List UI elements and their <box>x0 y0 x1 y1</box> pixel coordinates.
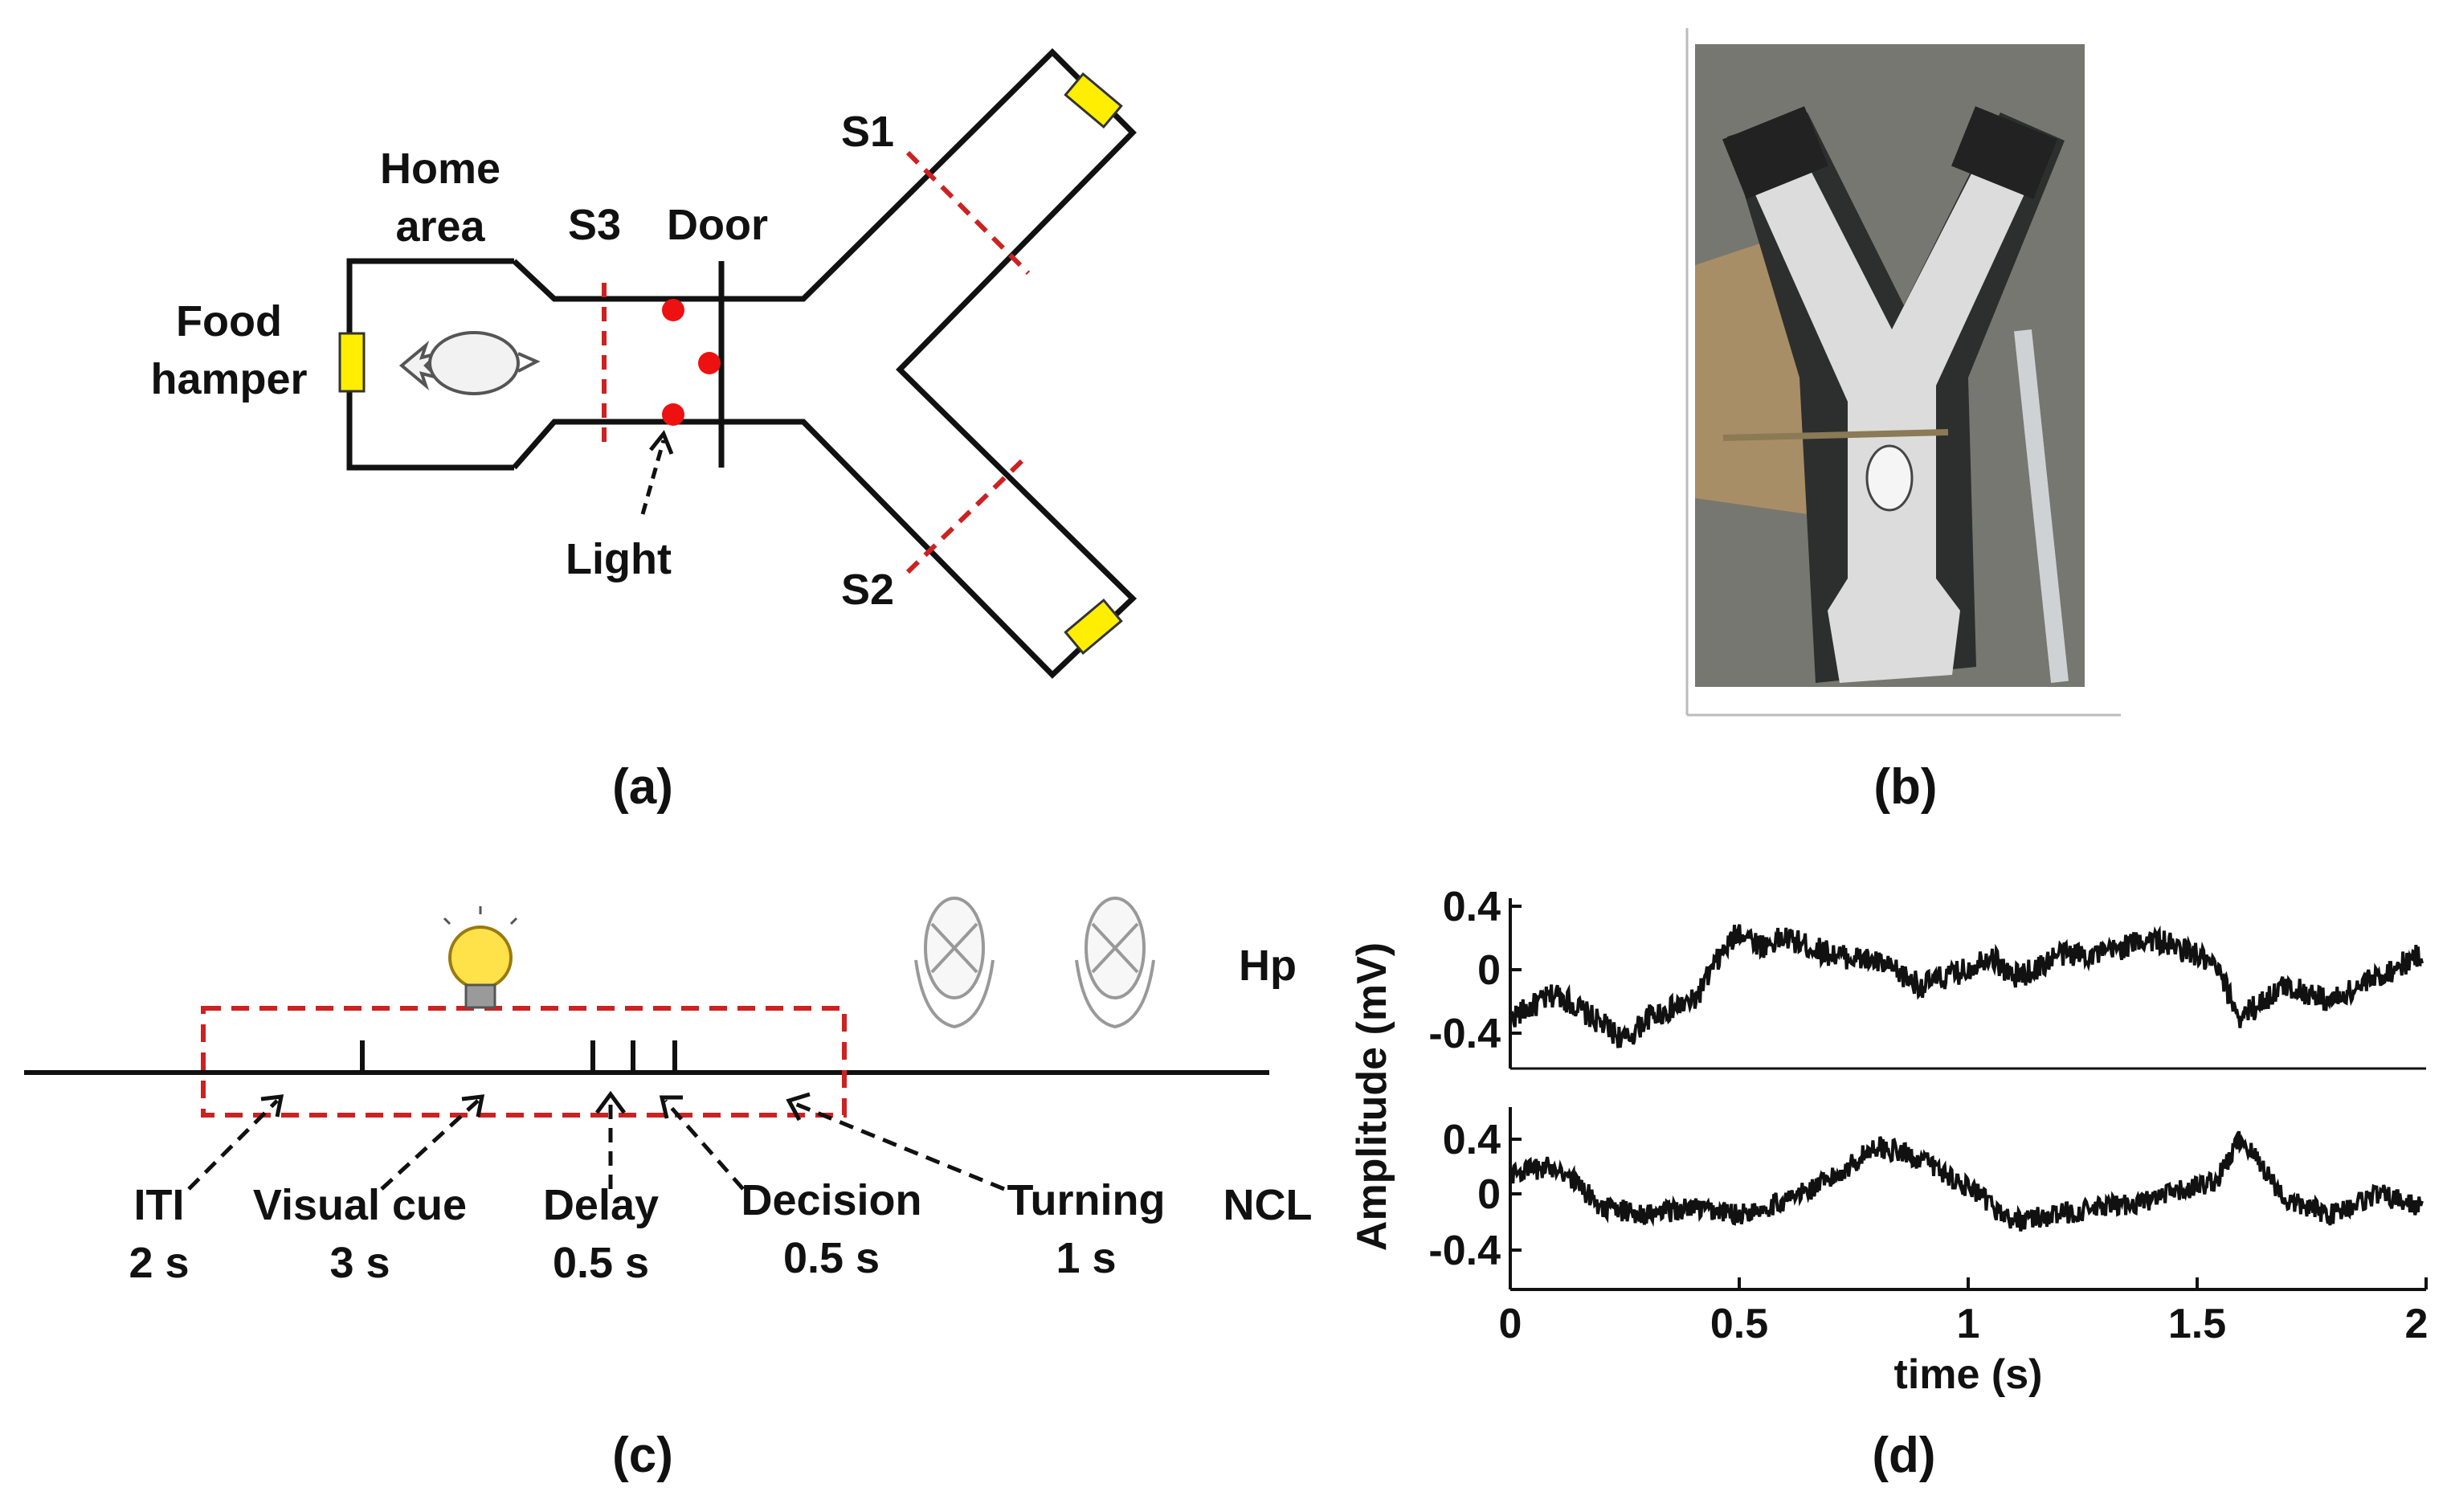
maze-photo <box>1695 44 2085 687</box>
phase-name-decision: Decision <box>741 1176 921 1224</box>
food-hamper-feeder <box>338 332 366 393</box>
x-tick-0: 0 <box>1499 1301 1522 1347</box>
food-label-line2: hamper <box>150 355 307 403</box>
home-label-line1: Home <box>380 145 500 193</box>
phase-name-turning: Turning <box>1007 1176 1166 1224</box>
sensor-s1-line <box>905 150 1031 276</box>
y-tick-top-1: 0 <box>1477 947 1501 994</box>
phase-name-delay: Delay <box>543 1181 659 1229</box>
home-label-line2: area <box>395 202 485 251</box>
phase-duration-delay: 0.5 s <box>553 1239 649 1287</box>
panel-c-letter: (c) <box>612 1428 673 1483</box>
maze-white-floor <box>1747 149 2032 683</box>
rail <box>2014 329 2069 683</box>
timeline-ticks <box>360 1040 677 1073</box>
s3-label: S3 <box>568 201 621 249</box>
channel-ncl-label: NCL <box>1223 1181 1313 1229</box>
x-tick-3: 1.5 <box>2168 1301 2226 1347</box>
ncl-trace-line <box>1510 1130 2424 1232</box>
rod <box>1722 429 1949 441</box>
s2-label: S2 <box>841 566 894 614</box>
s1-label: S1 <box>841 108 894 156</box>
panel-b: (b) <box>1685 28 2121 815</box>
phase-labels: ITI 2 s Visual cue 3 s Delay 0.5 s Decis… <box>129 1176 1165 1287</box>
y-ticks-top <box>1510 905 1522 1035</box>
pigeon-icon <box>398 331 541 395</box>
x-tick-4: 2 <box>2405 1301 2429 1347</box>
y-tick-top-0: 0.4 <box>1443 884 1501 930</box>
corn-icon-2 <box>1075 897 1155 1029</box>
panel-a-letter: (a) <box>612 759 673 815</box>
phase-name-iti: ITI <box>134 1181 185 1229</box>
y-axis-label: Amplitude (mV) <box>1349 942 1395 1251</box>
light-arrow-head <box>649 430 674 455</box>
phase-duration-decision: 0.5 s <box>783 1234 880 1282</box>
sensor-s2-line <box>905 452 1031 574</box>
y-tick-bottom-2: -0.4 <box>1428 1228 1501 1274</box>
phase-duration-iti: 2 s <box>129 1239 189 1287</box>
x-axis-label: time (s) <box>1894 1351 2043 1398</box>
x-ticks <box>1509 1277 2428 1289</box>
y-ticks-bottom <box>1510 1138 1522 1252</box>
phase-duration-visual-cue: 3 s <box>329 1239 390 1287</box>
food-label-line1: Food <box>176 297 282 345</box>
y-tick-bottom-0: 0.4 <box>1443 1117 1501 1163</box>
light-label: Light <box>566 535 672 583</box>
phase-duration-turning: 1 s <box>1056 1234 1116 1282</box>
light-bulb-icon <box>443 906 518 1009</box>
panel-d: 0.4 0 -0.4 0.4 0 -0.4 0 0.5 1 1.5 2 time… <box>1223 884 2429 1483</box>
feeder-arm-top <box>1064 72 1123 129</box>
hp-trace-line <box>1510 924 2424 1048</box>
panel-a: Home area Food hamper S3 Door S1 S2 Ligh… <box>150 48 1138 815</box>
corn-icon-1 <box>914 897 995 1029</box>
channel-hp-label: Hp <box>1239 942 1297 990</box>
phase-arrows <box>187 1090 1005 1191</box>
y-tick-bottom-1: 0 <box>1477 1171 1501 1218</box>
x-tick-2: 1 <box>1957 1301 1980 1347</box>
light-dot-middle <box>698 352 721 374</box>
light-dot-top <box>662 299 684 321</box>
bird-in-photo <box>1865 444 1914 512</box>
panel-b-letter: (b) <box>1873 759 1937 815</box>
phase-name-visual-cue: Visual cue <box>253 1181 467 1229</box>
maze-arm-right-top <box>1951 106 2057 199</box>
light-dot-bottom <box>662 403 684 426</box>
x-tick-1: 0.5 <box>1710 1301 1768 1347</box>
maze-arm-left-top <box>1722 106 1828 199</box>
trial-window-dashed <box>201 1006 847 1118</box>
y-tick-top-2: -0.4 <box>1428 1011 1501 1057</box>
panel-c: ITI 2 s Visual cue 3 s Delay 0.5 s Decis… <box>24 897 1269 1483</box>
panel-d-letter: (d) <box>1872 1428 1935 1483</box>
light-arrow-shaft <box>640 439 666 515</box>
feeder-arm-bottom <box>1064 598 1123 656</box>
door-label: Door <box>667 201 768 249</box>
